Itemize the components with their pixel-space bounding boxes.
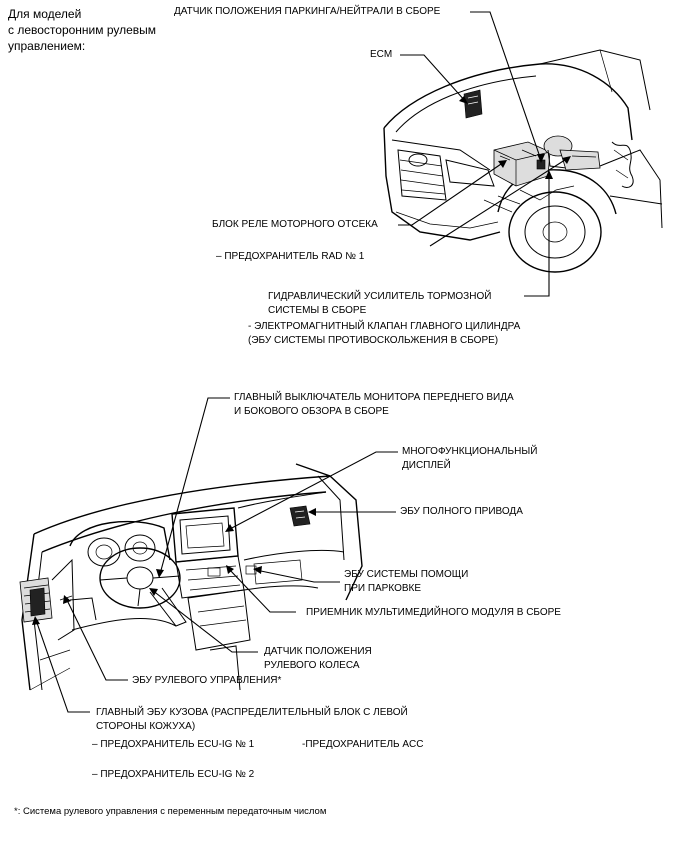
label-park-neutral-sensor: ДАТЧИК ПОЛОЖЕНИЯ ПАРКИНГА/НЕЙТРАЛИ В СБО… — [174, 6, 441, 17]
label-brake-booster-line-1: ГИДРАВЛИЧЕСКИЙ УСИЛИТЕЛЬ ТОРМОЗНОЙ — [268, 291, 492, 302]
label-fuse-ecu-ig1: – ПРЕДОХРАНИТЕЛЬ ECU-IG № 1 — [92, 739, 255, 750]
footnote: *: Система рулевого управления с перемен… — [14, 806, 327, 817]
vehicle-illustration — [383, 49, 663, 273]
dashboard-illustration — [19, 463, 363, 691]
cabin-leader-lines — [32, 397, 398, 713]
label-parking-ecu-line-1: ЭБУ СИСТЕМЫ ПОМОЩИ — [344, 569, 469, 580]
label-multi-display-line-2: ДИСПЛЕЙ — [402, 460, 451, 471]
label-fuse-rad: – ПРЕДОХРАНИТЕЛЬ RAD № 1 — [216, 251, 365, 262]
label-steering-ecu: ЭБУ РУЛЕВОГО УПРАВЛЕНИЯ* — [132, 675, 282, 686]
label-monitor-switch-line-2: И БОКОВОГО ОБЗОРА В СБОРЕ — [234, 406, 389, 417]
header-line-2: с левосторонним рулевым — [8, 23, 157, 37]
label-body-ecu-line-2: СТОРОНЫ КОЖУХА) — [96, 721, 196, 732]
header-line-3: управлением: — [8, 39, 86, 53]
label-multimedia-receiver: ПРИЕМНИК МУЛЬТИМЕДИЙНОГО МОДУЛЯ В СБОРЕ — [306, 607, 561, 618]
label-steering-sensor-line-1: ДАТЧИК ПОЛОЖЕНИЯ — [264, 646, 372, 657]
engine-leader-lines — [398, 11, 571, 297]
header-line-1: Для моделей — [8, 7, 82, 21]
label-solenoid-line-2: (ЭБУ СИСТЕМЫ ПРОТИВОСКОЛЬЖЕНИЯ В СБОРЕ) — [248, 335, 499, 346]
label-relay-block: БЛОК РЕЛЕ МОТОРНОГО ОТСЕКА — [212, 219, 378, 230]
label-fuse-ecu-ig2: – ПРЕДОХРАНИТЕЛЬ ECU-IG № 2 — [92, 769, 255, 780]
label-parking-ecu-line-2: ПРИ ПАРКОВКЕ — [344, 583, 422, 594]
label-steering-sensor-line-2: РУЛЕВОГО КОЛЕСА — [264, 660, 360, 671]
label-multi-display-line-1: МНОГОФУНКЦИОНАЛЬНЫЙ — [402, 446, 538, 457]
label-solenoid-line-1: - ЭЛЕКТРОМАГНИТНЫЙ КЛАПАН ГЛАВНОГО ЦИЛИН… — [248, 321, 521, 332]
label-brake-booster-line-2: СИСТЕМЫ В СБОРЕ — [268, 305, 367, 316]
label-monitor-switch-line-1: ГЛАВНЫЙ ВЫКЛЮЧАТЕЛЬ МОНИТОРА ПЕРЕДНЕГО В… — [234, 392, 514, 403]
label-ecm: ECM — [370, 49, 393, 60]
label-fuse-acc: -ПРЕДОХРАНИТЕЛЬ ACC — [302, 739, 424, 750]
label-body-ecu-line-1: ГЛАВНЫЙ ЭБУ КУЗОВА (РАСПРЕДЕЛИТЕЛЬНЫЙ БЛ… — [96, 707, 408, 718]
label-awd-ecu: ЭБУ ПОЛНОГО ПРИВОДА — [400, 506, 523, 517]
